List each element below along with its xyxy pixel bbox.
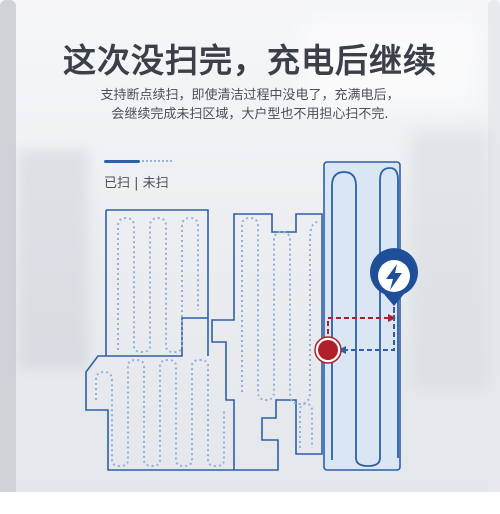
todo-path-bottom bbox=[95, 358, 313, 468]
return-arrow bbox=[388, 314, 396, 322]
return-path bbox=[327, 296, 395, 350]
background-light bbox=[300, 20, 480, 110]
background-wall bbox=[0, 0, 16, 514]
legend-text: 已扫 | 未扫 bbox=[104, 176, 169, 191]
cleaned-area bbox=[323, 161, 401, 471]
headline: 这次没扫完，充电后继续 bbox=[63, 41, 437, 80]
todo-path bbox=[117, 216, 319, 406]
resume-path bbox=[340, 300, 395, 351]
legend-done-line bbox=[104, 160, 140, 163]
done-path bbox=[331, 167, 399, 467]
lightning-bolt-icon bbox=[370, 248, 419, 306]
bottom-strip bbox=[0, 492, 500, 514]
background-furniture-right bbox=[410, 130, 490, 390]
description-line-2: 会继续完成未扫区域，大户型也不用担心扫不完. bbox=[111, 107, 389, 122]
room-outline bbox=[85, 209, 323, 471]
robot-dot-icon bbox=[314, 336, 342, 364]
description-line-1: 支持断点续扫，即使清洁过程中没电了，充满电后， bbox=[100, 88, 400, 103]
legend-todo-line bbox=[142, 160, 172, 162]
background-furniture bbox=[18, 150, 88, 370]
background-edge bbox=[488, 0, 500, 514]
resume-arrow bbox=[338, 346, 346, 354]
description: 支持断点续扫，即使清洁过程中没电了，充满电后， 会继续完成未扫区域，大户型也不用… bbox=[0, 86, 500, 124]
legend: 已扫 | 未扫 bbox=[104, 160, 194, 200]
